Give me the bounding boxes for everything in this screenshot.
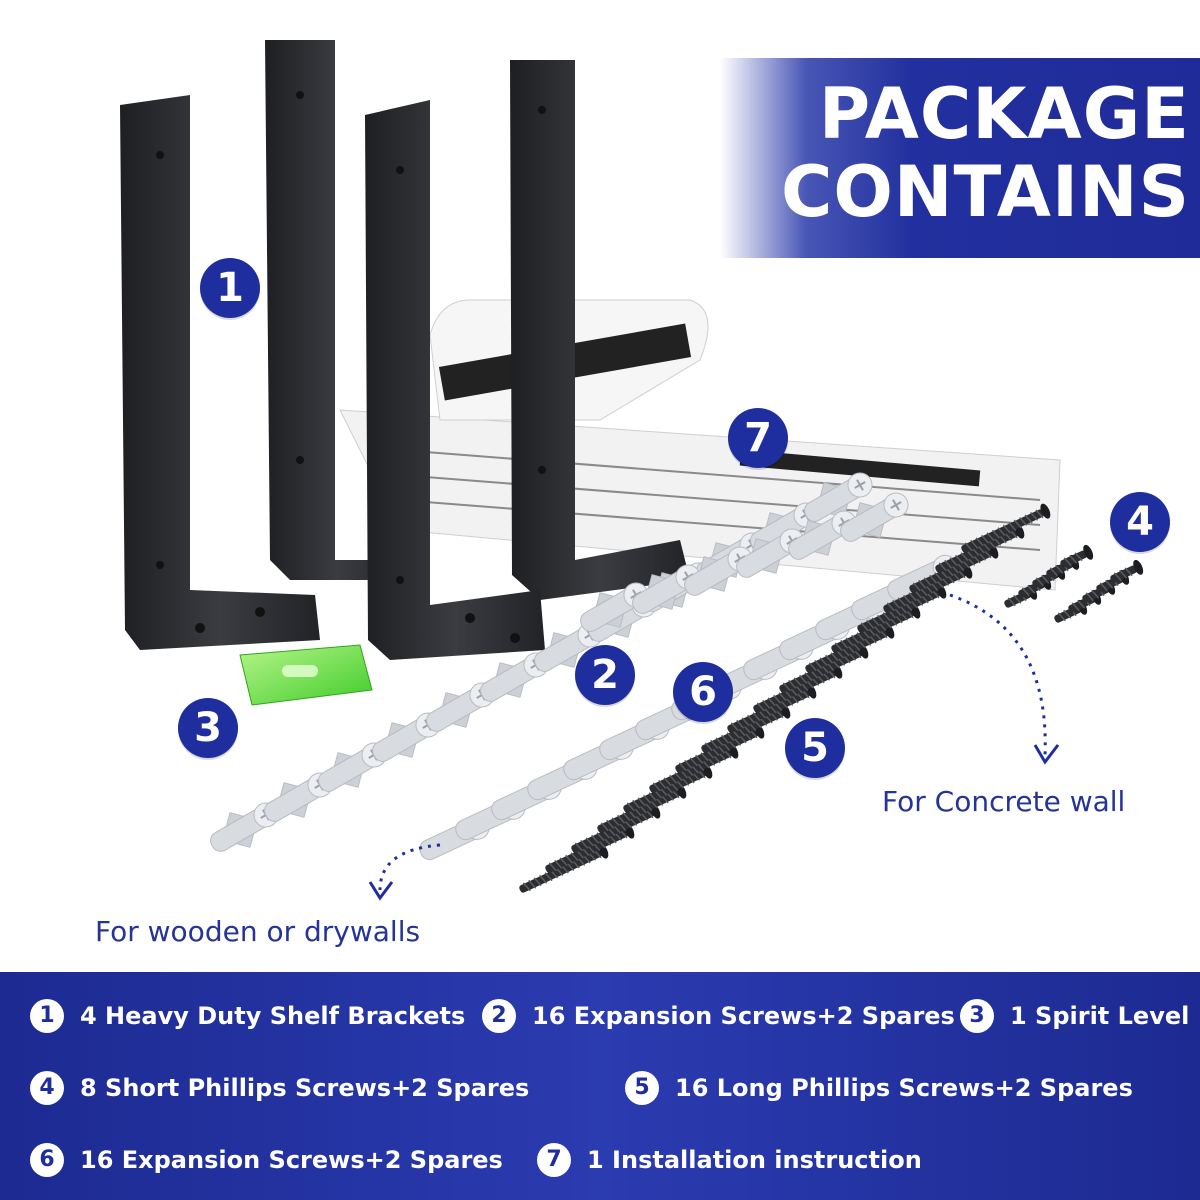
arrow-concrete-head [1033,744,1060,765]
wall-plug [632,564,701,614]
phillips-screw [909,543,999,593]
wall-plug [840,492,909,542]
phillips-screw [935,523,1025,573]
instruction-sheet [339,299,1061,591]
legend-number-4: 4 [30,1071,64,1105]
legend-text-6: 16 Expansion Screws+2 Spares [80,1146,503,1174]
legend-text-7: 1 Installation instruction [587,1146,922,1174]
legend-text-4: 8 Short Phillips Screws+2 Spares [80,1074,530,1102]
phillips-screw [623,763,713,813]
legend-number-3: 3 [960,999,994,1033]
caption-concrete-wall: For Concrete wall [882,785,1126,818]
package-legend: 1 4 Heavy Duty Shelf Brackets 2 16 Expan… [0,972,1200,1200]
phillips-screw [779,643,869,693]
expansion-screws-concrete [419,554,958,861]
product-illustration [120,40,1144,901]
marker-4: 4 [1110,492,1170,552]
legend-item-3: 3 1 Spirit Level [960,994,1189,1038]
legend-text-1: 4 Heavy Duty Shelf Brackets [80,1002,466,1030]
legend-number-6: 6 [30,1143,64,1177]
legend-number-2: 2 [482,999,516,1033]
marker-1: 1 [200,258,260,318]
phillips-screw [1060,544,1094,568]
arrow-wood [378,843,441,891]
page-title: PACKAGE CONTAINS [770,75,1190,231]
long-phillips-screws [519,503,1051,893]
arrow-concrete [949,593,1047,756]
expansion-screws-drywall [210,472,909,852]
marker-3: 3 [178,698,238,758]
legend-item-2: 2 16 Expansion Screws+2 Spares [482,994,955,1038]
legend-number-5: 5 [625,1071,659,1105]
shelf-brackets [120,40,690,660]
title-line-2: CONTAINS [781,151,1190,233]
phillips-screw [545,823,635,873]
marker-7: 7 [728,408,788,468]
phillips-screw [727,683,817,733]
legend-item-6: 6 16 Expansion Screws+2 Spares [30,1138,503,1182]
legend-number-1: 1 [30,999,64,1033]
marker-6: 6 [673,662,733,722]
legend-number-7: 7 [537,1143,571,1177]
arrow-wood-head [368,881,394,901]
legend-item-1: 1 4 Heavy Duty Shelf Brackets [30,994,465,1038]
legend-item-7: 7 1 Installation instruction [537,1138,922,1182]
legend-text-2: 16 Expansion Screws+2 Spares [532,1002,955,1030]
spirit-level [239,644,373,706]
legend-item-4: 4 8 Short Phillips Screws+2 Spares [30,1066,529,1110]
phillips-screw [961,503,1051,553]
legend-text-5: 16 Long Phillips Screws+2 Spares [675,1074,1133,1102]
marker-5: 5 [785,718,845,778]
legend-item-5: 5 16 Long Phillips Screws+2 Spares [625,1066,1133,1110]
title-line-1: PACKAGE [818,73,1190,155]
legend-text-3: 1 Spirit Level [1010,1002,1190,1030]
phillips-screw [1110,559,1144,583]
short-phillips-screws [1004,544,1144,623]
header-banner [720,58,1200,258]
wall-plug [804,472,873,522]
caption-wooden-drywall: For wooden or drywalls [95,915,421,948]
marker-2: 2 [575,645,635,705]
